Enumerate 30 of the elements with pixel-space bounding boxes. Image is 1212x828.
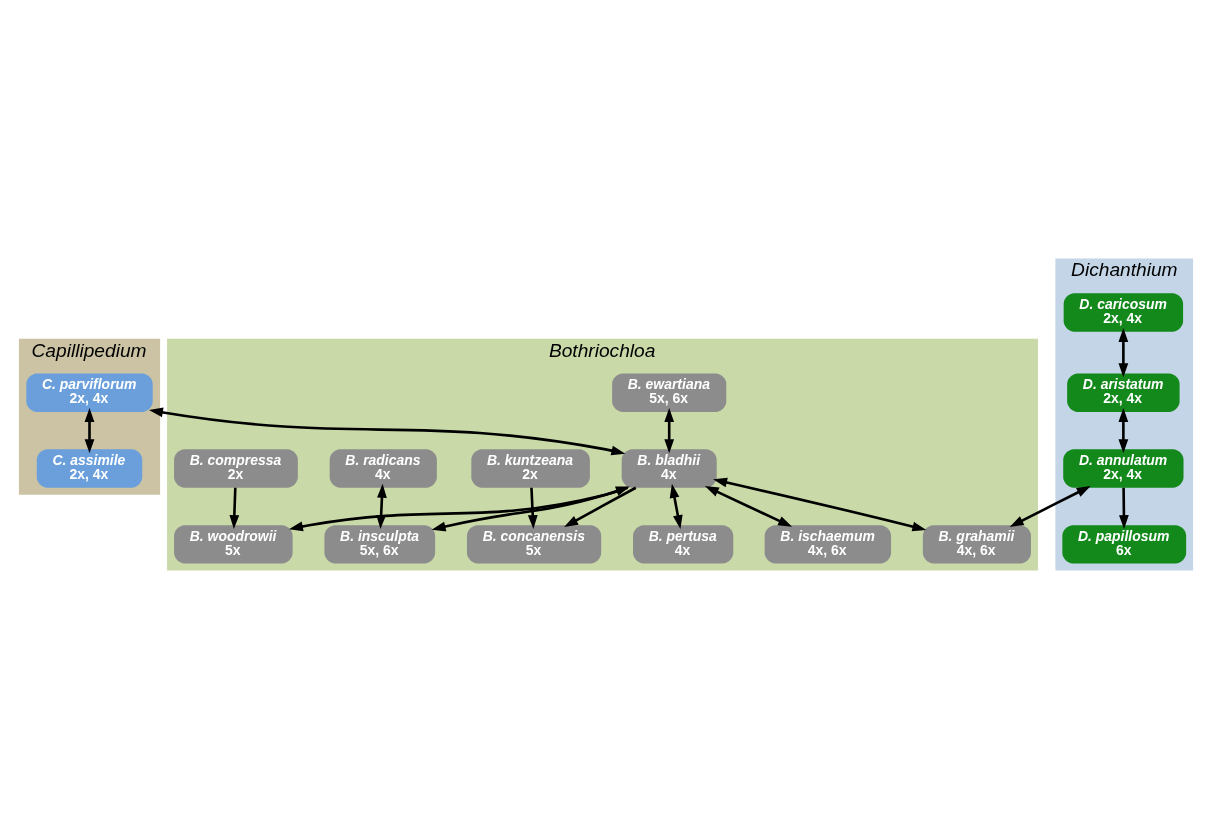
arrow: [1119, 487, 1129, 529]
arrow: [664, 407, 675, 453]
arrow: [84, 407, 95, 453]
node-box: D. caricosum 2x, 4x: [1063, 292, 1184, 332]
node-box: B. bladhii 4x: [621, 448, 717, 488]
node-box: C. assimile 2x, 4x: [36, 448, 143, 488]
node-box: B. ischaemum 4x, 6x: [764, 524, 892, 564]
arrow: [704, 485, 793, 527]
node-box: D. papillosum 6x: [1062, 524, 1187, 564]
node-box: B. compressa 2x: [174, 448, 298, 488]
node-box: B. woodrowii 5x: [174, 524, 293, 564]
node-box: B. ewartiana 5x, 6x: [612, 373, 727, 412]
node-box: D. aristatum 2x, 4x: [1067, 373, 1180, 412]
arrow: [527, 487, 538, 529]
node-box: D. annulatum 2x, 4x: [1063, 448, 1184, 488]
arrow: [376, 483, 387, 529]
node-box: B. radicans 4x: [329, 448, 437, 488]
arrow: [148, 407, 626, 455]
arrow: [1118, 407, 1129, 453]
node-box: C. parviflorum 2x, 4x: [26, 373, 153, 412]
arrow: [713, 477, 927, 531]
arrow: [229, 487, 240, 529]
node-box: B. insculpta 5x, 6x: [324, 524, 436, 564]
node-box: B. pertusa 4x: [633, 524, 734, 564]
arrow: [1009, 485, 1091, 527]
arrow: [669, 483, 683, 529]
node-box: B. concanensis 5x: [466, 524, 602, 564]
node-box: B. kuntzeana 2x: [471, 448, 590, 488]
node-box: B. grahamii 4x, 6x: [922, 524, 1031, 564]
arrow: [1118, 327, 1129, 377]
